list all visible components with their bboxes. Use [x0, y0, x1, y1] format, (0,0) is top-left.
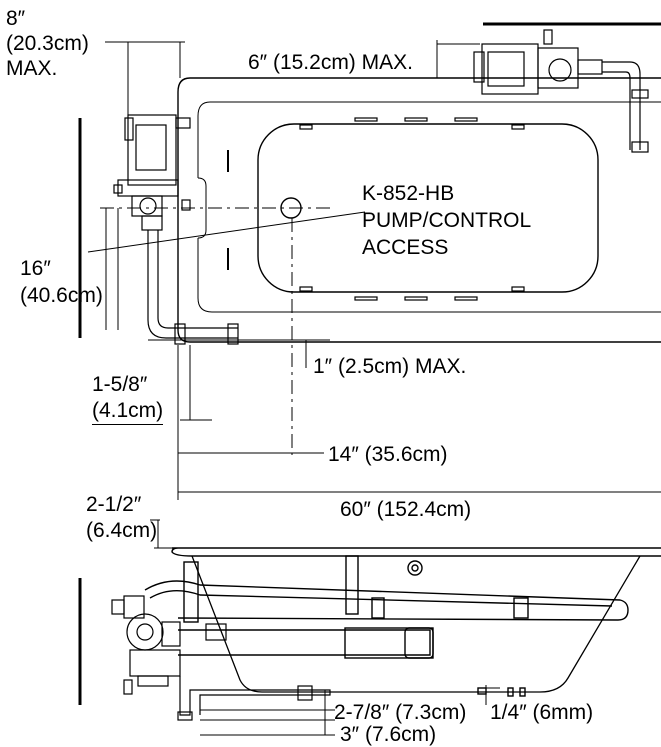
pump-top-view: [113, 114, 239, 345]
tub-side-view: [144, 547, 661, 697]
offset-1-5-8in-label: 1-5/8″ (4.1cm): [92, 372, 164, 425]
offset-8in-value: 8″: [6, 7, 26, 30]
height-2-1-2in-label: 2-1/2″ (6.4cm): [86, 492, 157, 544]
offset-8in-metric: (20.3cm): [6, 32, 89, 55]
height-3in-label: 3″ (7.6cm): [340, 723, 437, 746]
tub-basin: [257, 123, 599, 293]
jet-row-top: [299, 117, 525, 130]
pump-control-text: PUMP/CONTROL: [362, 209, 532, 232]
access-text: ACCESS: [362, 236, 449, 259]
offset-1-5-8in-metric: (4.1cm): [92, 398, 164, 425]
width-60in-label: 60″ (152.4cm): [340, 498, 472, 521]
offset-8in-max: MAX.: [6, 57, 58, 80]
offset-6in-label: 6″ (15.2cm) MAX.: [248, 51, 413, 74]
offset-8in-label: 8″ (20.3cm) MAX.: [6, 6, 89, 81]
tub-top-view: [100, 22, 661, 343]
pump-side-view: [111, 595, 331, 721]
height-2-7-8in-label: 2-7/8″ (7.3cm): [334, 701, 467, 724]
height-16in-metric: (40.6cm): [20, 284, 103, 307]
height-16in-value: 16″: [20, 257, 51, 280]
model-number: K-852-HB: [362, 182, 455, 205]
height-16in-label: 16″ (40.6cm): [20, 255, 103, 309]
height-2-1-2in-value: 2-1/2″: [86, 493, 142, 516]
pump-access-label: K-852-HB PUMP/CONTROL ACCESS: [362, 180, 531, 261]
offset-1in-label: 1″ (2.5cm) MAX.: [313, 355, 467, 378]
jet-row-bottom: [299, 286, 525, 301]
side-dimension-lines: [150, 519, 500, 736]
height-2-1-2in-metric: (6.4cm): [86, 519, 158, 542]
pump-top-right-view: [473, 29, 649, 153]
width-14in-label: 14″ (35.6cm): [328, 443, 448, 466]
height-1-4in-label: 1/4″ (6mm): [490, 701, 594, 724]
top-dimension-lines: [87, 40, 661, 500]
offset-1-5-8in-value: 1-5/8″: [92, 373, 148, 396]
